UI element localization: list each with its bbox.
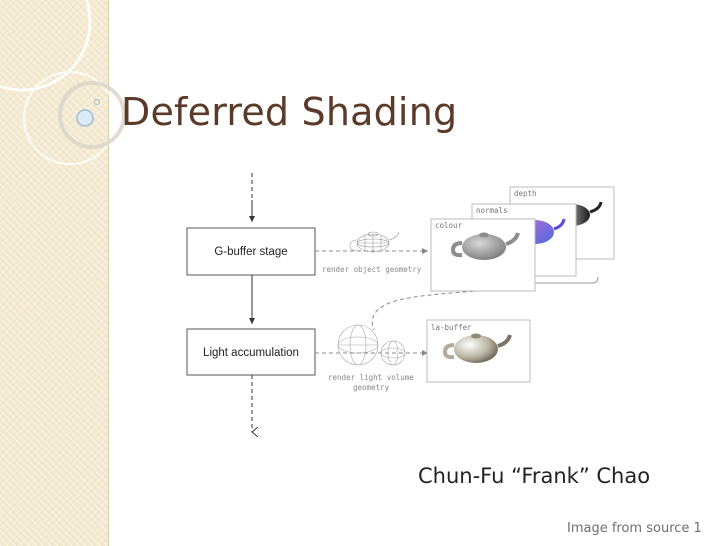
lit-teapot-icon — [442, 333, 512, 363]
light-accumulation-box — [186, 328, 316, 376]
stage2-caption-line1: render light volume — [328, 373, 414, 382]
author-name: Chun-Fu “Frank” Chao — [418, 464, 651, 488]
image-credit: Image from source 1 — [567, 521, 702, 536]
depth-card-label: depth — [514, 189, 537, 198]
stage2-caption-line2: geometry — [353, 383, 390, 392]
la-buffer-card-label: la-buffer — [431, 323, 472, 332]
g-buffer-stage-label: G-buffer stage — [214, 246, 287, 258]
light-accumulation-label: Light accumulation — [203, 347, 299, 359]
colour-card-label: colour — [435, 221, 463, 230]
wireframe-teapot-icon — [349, 231, 400, 253]
colour-buffer-card: colour — [430, 218, 536, 292]
strip-divider — [108, 0, 109, 546]
gbuffer-to-lightpass-curve — [371, 284, 523, 331]
colour-teapot-icon — [450, 232, 520, 260]
slide-title: Deferred Shading — [121, 90, 458, 134]
la-buffer-card: la-buffer — [426, 319, 531, 383]
normals-card-label: normals — [476, 206, 508, 215]
stage1-caption: render object geometry — [322, 265, 422, 274]
wireframe-spheres-icon — [337, 324, 406, 366]
